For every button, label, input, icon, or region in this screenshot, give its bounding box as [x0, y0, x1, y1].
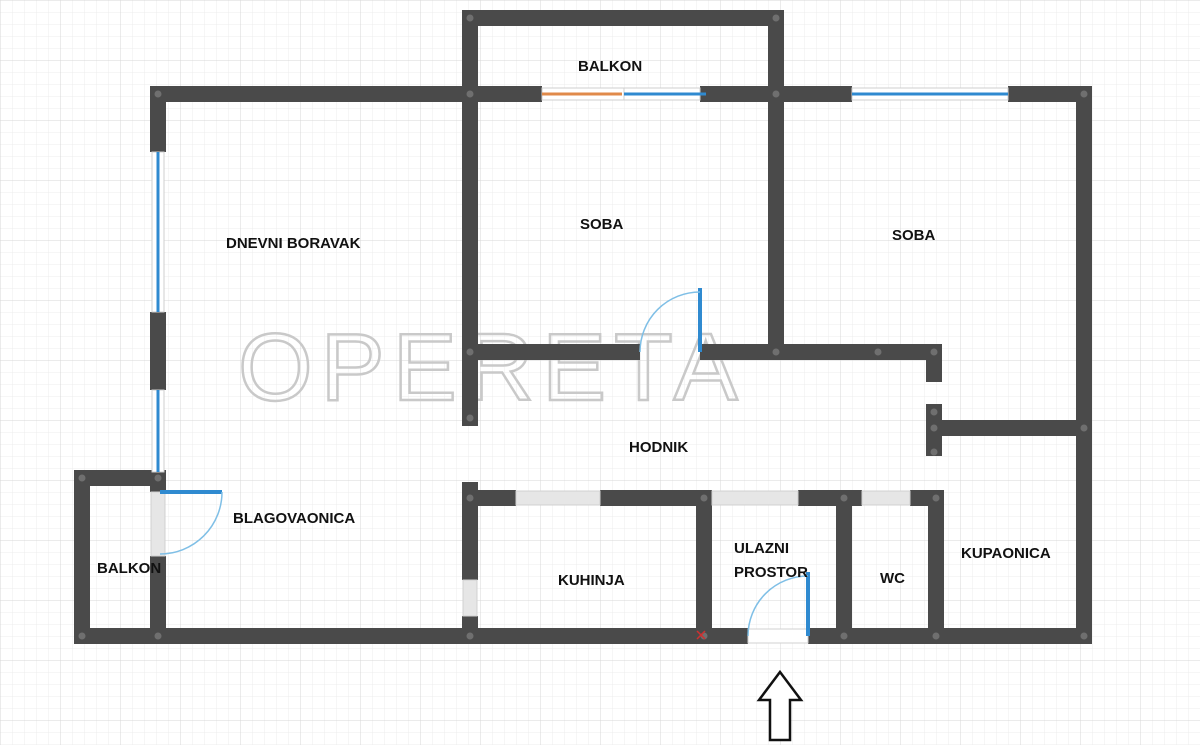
arrow-up-outline-icon [756, 669, 804, 742]
walls [74, 10, 1092, 644]
wall-left-bottom [150, 556, 166, 644]
wall-kitchen-left [462, 482, 478, 580]
opening-balcony-door [150, 491, 166, 557]
wall-joints [78, 14, 1088, 640]
wall-wc-bathroom [928, 490, 944, 644]
wall-corridor-top-left [462, 344, 640, 360]
label-soba-1: SOBA [580, 216, 624, 233]
label-ulazni-prostor-2: PROSTOR [734, 564, 808, 581]
wall-bottom-left [74, 628, 748, 644]
label-balkon-left: BALKON [97, 560, 161, 577]
wall-balcony-top [462, 10, 784, 26]
door-entrance-arc [747, 575, 809, 637]
opening-kitchen [515, 490, 601, 506]
wall-lower-top-3 [798, 490, 862, 506]
wall-kitchen-left-bottom [462, 616, 478, 644]
wall-top-right [1008, 86, 1092, 102]
wall-bathroom-top [926, 420, 1092, 436]
windows [151, 87, 1009, 473]
wall-bottom-right [808, 628, 1092, 644]
wall-soba1-left [462, 86, 478, 426]
opening-wc [861, 490, 911, 506]
wall-entrance-wc [836, 490, 852, 644]
watermark-text: OPERETA [238, 314, 746, 421]
wall-lower-top-2 [600, 490, 712, 506]
wall-left-top [150, 86, 166, 152]
opening-front-door [747, 628, 809, 644]
openings [150, 490, 911, 644]
wall-top-left [150, 86, 542, 102]
label-balkon-top: BALKON [578, 58, 642, 75]
wall-corridor-stub [926, 344, 942, 382]
label-ulazni-prostor-1: ULAZNI [734, 540, 789, 557]
wall-balcony-left [462, 10, 478, 102]
doors [159, 288, 810, 637]
wall-kitchen-entrance [696, 490, 712, 644]
door-soba1-arc [639, 291, 701, 353]
label-dnevni-boravak: DNEVNI BORAVAK [226, 235, 361, 252]
wall-soba-divider [768, 86, 784, 352]
label-blagovaonica: BLAGOVAONICA [233, 510, 355, 527]
label-soba-2: SOBA [892, 227, 936, 244]
marker-x [696, 630, 706, 640]
label-kupaonica: KUPAONICA [961, 545, 1051, 562]
wall-balcony-right [768, 10, 784, 102]
wall-left-balcony-left [74, 470, 90, 644]
wall-right [1076, 86, 1092, 644]
label-hodnik: HODNIK [629, 439, 688, 456]
door-balcony-arc [159, 491, 223, 555]
room-labels: BALKON SOBA SOBA DNEVNI BORAVAK HODNIK B… [97, 58, 1051, 589]
wall-corridor-top-right [700, 344, 942, 360]
label-kuhinja: KUHINJA [558, 572, 625, 589]
wall-left-middle [150, 312, 166, 390]
opening-entrance [711, 490, 799, 506]
wall-left-balcony-top [74, 470, 166, 486]
label-wc: WC [880, 570, 905, 587]
opening-kitchen-side [462, 579, 478, 617]
